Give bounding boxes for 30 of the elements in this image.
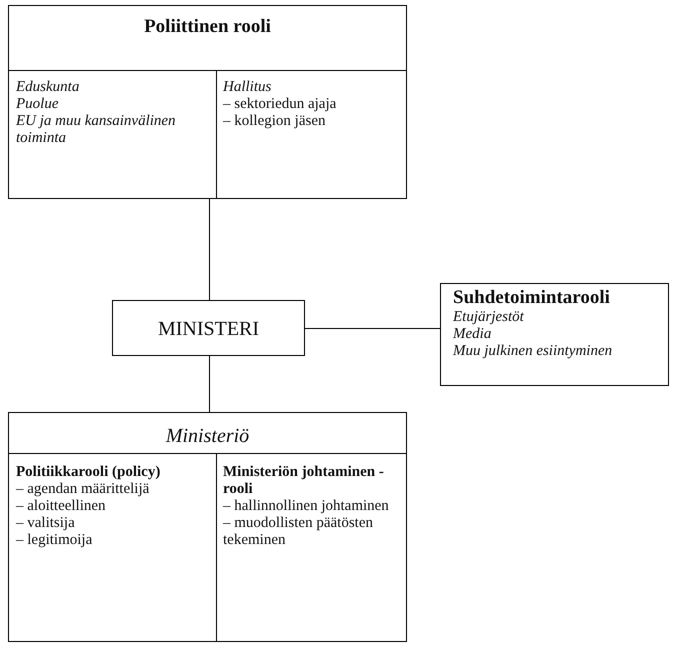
heading: Ministeriö <box>164 425 250 447</box>
text-column <box>8 453 217 641</box>
heading: Ministeriön johtaminen -rooli <box>223 464 385 498</box>
text-column <box>8 70 217 198</box>
text-line: – kollegion jäsen <box>223 113 326 130</box>
text-line: – sektoriedun ajaja <box>223 96 338 113</box>
heading: Suhdetoimintarooli <box>453 287 611 309</box>
text-line: – agendan määrittelijä <box>16 481 150 498</box>
text-line: Hallitus <box>223 79 272 96</box>
text-line: Puolue <box>16 96 60 113</box>
text-line: – hallinnollinen johtaminen <box>223 498 390 515</box>
text-line: – muodollisten päätösten tekeminen <box>223 515 374 549</box>
text-line: Muu julkinen esiintyminen <box>453 343 614 360</box>
text-line: Etujärjestöt <box>453 309 525 326</box>
text-line: EU ja muu kansainvälinen toiminta <box>16 113 177 147</box>
heading: Poliittinen rooli <box>143 16 272 38</box>
heading: MINISTERI <box>156 318 260 340</box>
ministry-box <box>8 412 407 642</box>
connector-line <box>209 356 210 412</box>
text-line: Eduskunta <box>16 79 80 96</box>
role-box <box>8 5 407 199</box>
connector-line <box>304 328 440 329</box>
connector-line <box>209 198 210 300</box>
minister-box <box>112 300 305 356</box>
role-box <box>440 283 669 386</box>
text-line: – aloitteellinen <box>16 498 107 515</box>
text-line: – legitimoija <box>16 532 94 549</box>
text-line: – valitsija <box>16 515 76 532</box>
heading: Politiikkarooli (policy) <box>16 464 162 481</box>
text-line: Media <box>453 326 492 343</box>
